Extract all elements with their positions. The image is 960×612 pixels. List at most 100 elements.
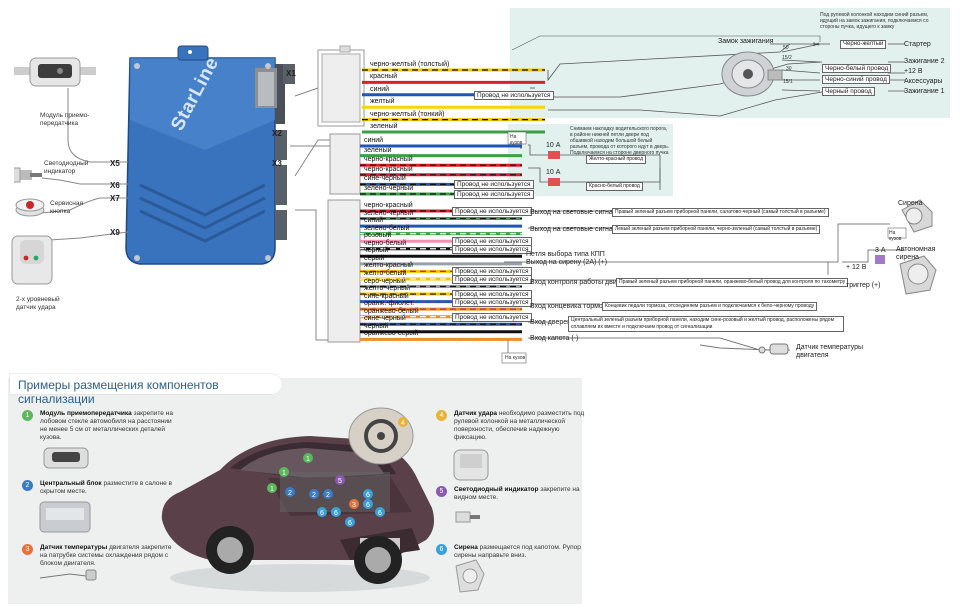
x2-kuzov: На кузов <box>510 134 523 146</box>
ignition-pin-15-1: 15/1 <box>783 79 793 85</box>
wire-label-x3-2: синий <box>364 217 384 225</box>
x3-brake-note: Концевик педали тормоза, отсоединяем раз… <box>602 302 818 311</box>
wire-label-x3-16: черный <box>364 322 389 330</box>
legend-text-3: Датчик температуры двигателя закрепите н… <box>40 544 172 567</box>
transceiver-device <box>14 57 96 87</box>
wire-note-x2-5: Провод не используется <box>454 190 534 199</box>
svg-text:✂: ✂ <box>813 40 820 49</box>
wire-label-x3-12: сине-красный <box>364 292 409 300</box>
siren-kuzov: На кузов <box>889 230 902 242</box>
siren-trigger: триггер (+) <box>846 282 881 289</box>
wire-label-x3-1: зелено-черный <box>364 209 414 217</box>
wire-label-x3-14: оранжево-белый <box>364 307 419 315</box>
fuse-10a-1 <box>548 151 560 159</box>
wire-note-x3-0: Провод не используется <box>452 207 532 216</box>
ignition-wire-2: Черно-белый провод <box>822 64 892 73</box>
led-device <box>14 167 42 183</box>
x3-door: Вход дверей (-) <box>530 319 581 326</box>
legend-module-icon <box>43 447 89 469</box>
legend-bold-2: Центральный блок <box>40 480 102 487</box>
ignition-lock <box>721 51 783 97</box>
wire-label-x3-11: желто-черный <box>364 285 411 293</box>
x3-brake: Вход концевика тормоза (-) <box>530 303 619 310</box>
wiring-svg: ✂ <box>11 35 937 364</box>
central-unit <box>125 45 295 265</box>
svg-text:1: 1 <box>306 456 310 463</box>
legend-bold-4: Датчик удара <box>454 410 498 417</box>
x3-light2: Выход на световые сигналы (+) <box>530 226 633 233</box>
wire-label-x2-3: черно-красный <box>364 165 413 173</box>
shock-label: 2-х уровневый датчик удара <box>16 296 60 311</box>
svg-text:4: 4 <box>401 420 405 427</box>
auto-siren-label: Автономная сирена <box>896 246 936 261</box>
x2-label: X2 <box>272 129 282 138</box>
x3-label: X3 <box>272 159 282 168</box>
svg-text:6: 6 <box>334 510 338 517</box>
ignition-target-2: +12 В <box>904 68 923 75</box>
wire-note-x3-5: Провод не используется <box>452 244 532 254</box>
legend-temp-icon <box>39 569 97 581</box>
svg-text:6: 6 <box>320 510 324 517</box>
service-label: Сервисная кнопка <box>50 200 83 215</box>
svg-text:5: 5 <box>338 478 342 485</box>
legend-led-icon <box>455 511 480 523</box>
legend-bold-3: Датчик температуры <box>40 544 108 551</box>
wire-label-x3-9: желто-белый <box>364 269 407 277</box>
wire-note-x2-4: Провод не используется <box>454 180 534 190</box>
wire-label-x1-5: зеленый <box>370 123 398 130</box>
wire-label-x3-15: сине-черный <box>364 315 406 323</box>
wire-note-x3-12: Провод не используется <box>452 297 532 307</box>
legend-number-6: 6 <box>436 544 447 555</box>
car-illustration: 1 1 1 2 2 2 5 3 6 6 6 6 6 6 <box>161 436 434 592</box>
ignition-pin-15-2: 15/2 <box>782 55 792 61</box>
wire-label-x2-0: синий <box>364 137 384 144</box>
legend-bold-6: Сирена <box>454 544 478 551</box>
legend-bold-1: Модуль приемопередатчика <box>40 410 132 417</box>
siren-12v: + 12 В <box>846 264 867 271</box>
svg-text:3: 3 <box>352 502 356 509</box>
ignition-target-3: Аксессуары <box>904 78 943 85</box>
svg-text:6: 6 <box>366 492 370 499</box>
wire-note-x1-2: Провод не используется <box>474 90 554 100</box>
module-label: Модуль приемо-передатчика <box>40 112 90 127</box>
legend-number-3: 3 <box>22 544 33 555</box>
legend-text-1: Модуль приемопередатчика закрепите на ло… <box>40 410 173 441</box>
x3-engine-note: Правый зеленый разъем приборной панели, … <box>616 278 849 287</box>
legend-number-2: 2 <box>22 480 33 491</box>
wire-note-x3-14: Провод не используется <box>452 312 532 322</box>
x5-label: X5 <box>110 159 120 168</box>
wire-label-x3-10: серо-черный <box>364 277 406 285</box>
ignition-wire-4: Черный провод <box>822 87 875 96</box>
legend-siren-icon <box>455 559 485 593</box>
x9-label: X9 <box>110 228 120 237</box>
legend-number-4: 4 <box>436 410 447 421</box>
svg-text:1: 1 <box>270 486 274 493</box>
x2-door-note: Снимаем накладку водительского порога, в… <box>570 126 670 156</box>
svg-text:2: 2 <box>326 492 330 499</box>
x3-engine: Вход контроля работы двигателя <box>530 279 638 286</box>
legend-text-4: Датчик удара необходимо разместить под р… <box>454 410 585 441</box>
x3-kpp: Петля выбора типа КПП <box>526 251 605 258</box>
x3-connector <box>327 199 361 343</box>
wire-label-x3-6: черный <box>364 247 389 255</box>
auto-siren-device <box>899 255 937 295</box>
x3-kuzov: На кузов <box>505 355 526 361</box>
ignition-target-4: Зажигание 1 <box>904 88 945 95</box>
svg-text:6: 6 <box>366 502 370 509</box>
legend-text-6: Сирена размещается под капотом. Рупор си… <box>454 544 581 559</box>
x2-fuse-label: 10 А <box>546 142 561 149</box>
svg-text:2: 2 <box>312 492 316 499</box>
x3-hood: Вход капота (-) <box>530 335 579 342</box>
siren-label: Сирена <box>898 200 923 207</box>
svg-text:6: 6 <box>378 510 382 517</box>
legend-text-2: Центральный блок разместите в салоне в с… <box>40 480 172 495</box>
x3-door-note: Центральный зеленый разъем приборной пан… <box>568 316 844 332</box>
wire-label-x2-1: зеленый <box>364 146 392 154</box>
ignition-title: Замок зажигания <box>718 38 774 45</box>
x3-light1-note: Правый зеленый разъем приборной панели, … <box>612 208 829 217</box>
wire-label-x2-4: сине-черный <box>364 175 406 183</box>
led-label: Светодиодный индикатор <box>44 160 89 175</box>
ignition-wire-0: Черно-желтый <box>840 40 887 49</box>
legend-bold-5: Светодиодный индикатор <box>454 486 539 493</box>
ignition-wire-3: Черно-синий провод <box>822 75 890 84</box>
